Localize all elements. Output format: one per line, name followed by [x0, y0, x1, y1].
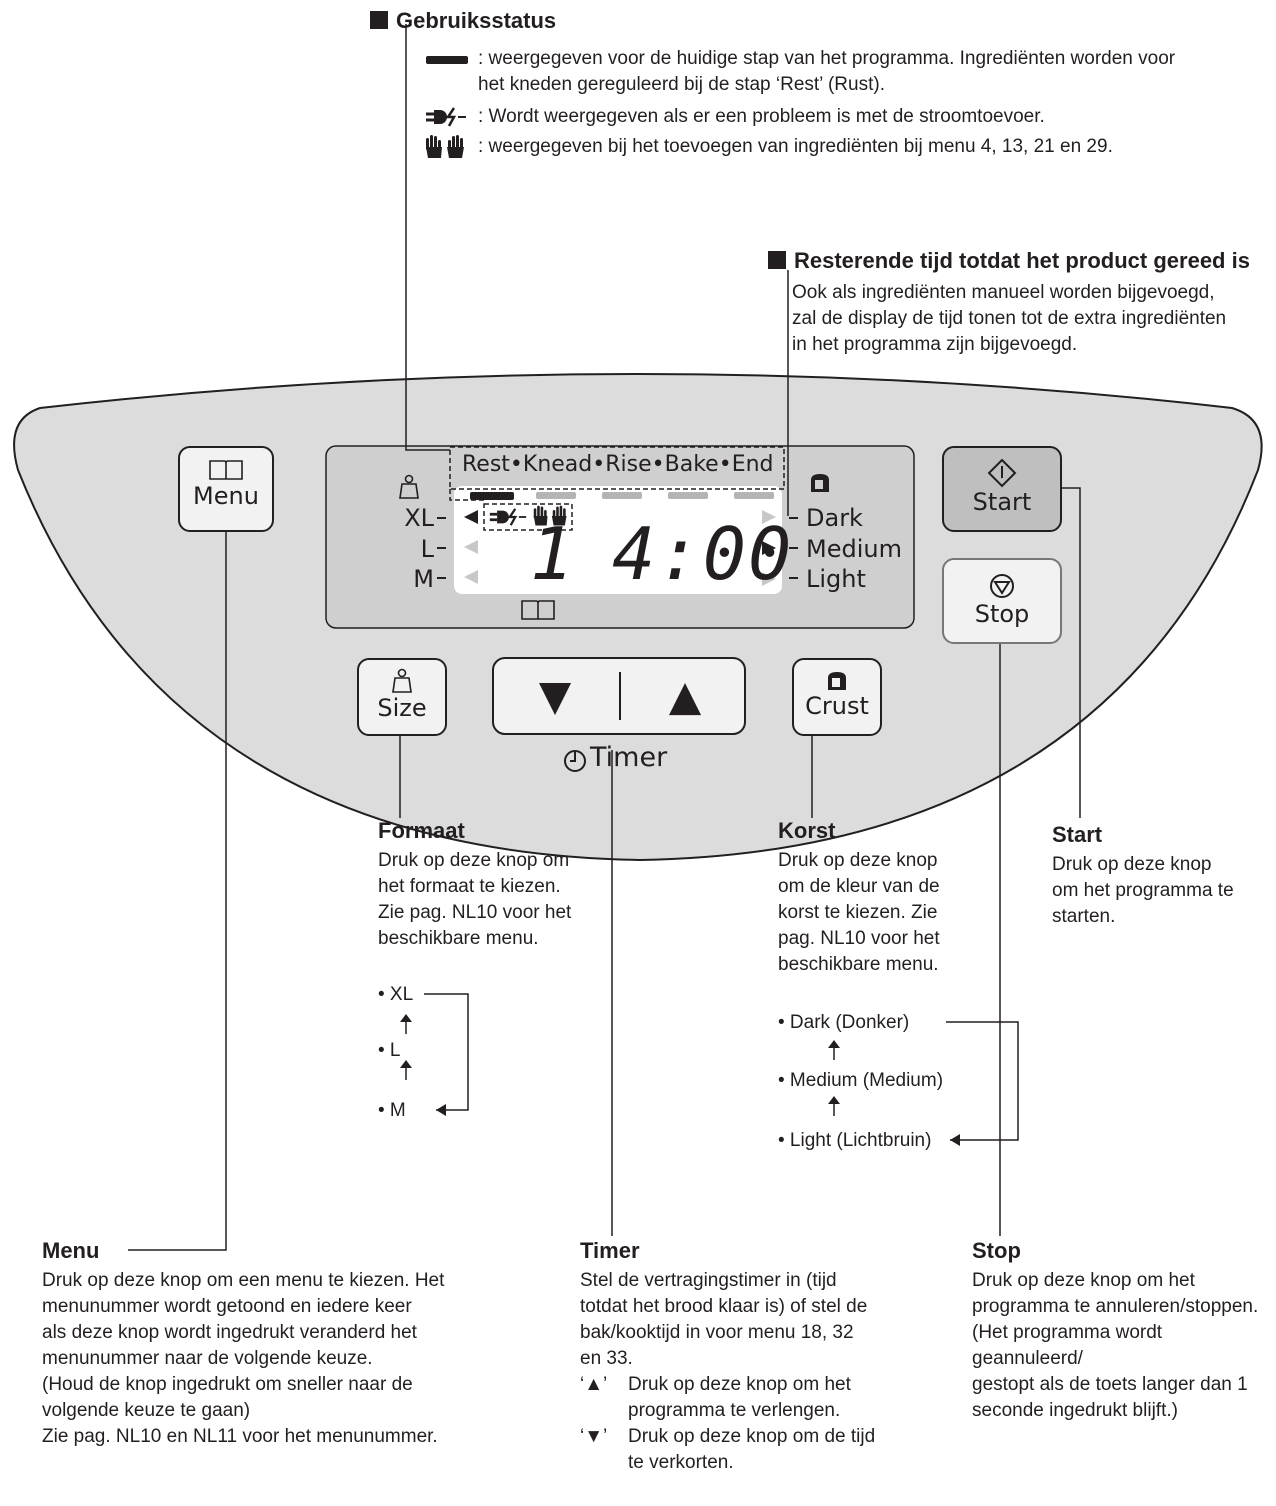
usage-item-power: : Wordt weergegeven als er een probleem …	[478, 106, 1045, 127]
step-bar-bake	[668, 492, 708, 499]
usage-item-hands: : weergegeven bij het toevoegen van ingr…	[478, 136, 1113, 157]
timer-label: Timer	[590, 742, 668, 773]
crust-arrow-medium	[762, 541, 776, 555]
lcd-hands-icon	[533, 505, 567, 526]
stop-button[interactable]: Stop	[942, 558, 1062, 644]
lcd-crust-medium: Medium	[806, 535, 902, 563]
timer-down-marker: ‘▼’	[580, 1426, 608, 1447]
lcd-step-end: End	[731, 452, 774, 477]
korst-title: Korst	[778, 818, 836, 843]
remaining-time-heading: Resterende tijd totdat het product geree…	[768, 248, 1250, 274]
step-bar-end	[734, 492, 774, 499]
usage-item-step: : weergegeven voor de huidige stap van h…	[478, 48, 1176, 95]
start-text: Druk op deze knop om het programma te st…	[1052, 854, 1234, 927]
size-button[interactable]: Size	[357, 658, 447, 736]
step-bar-rest	[470, 492, 514, 500]
lcd-size-l: L	[420, 535, 434, 563]
start-title: Start	[1052, 822, 1103, 847]
size-weight-icon	[399, 474, 419, 499]
power-failure-icon	[426, 107, 466, 127]
menu-title: Menu	[42, 1238, 100, 1263]
menu-text: Druk op deze knop om een menu te kiezen.…	[42, 1270, 445, 1447]
lcd-menu-book-icon	[521, 600, 555, 620]
lcd-step-knead: Knead	[522, 452, 593, 477]
bread-icon	[811, 474, 829, 492]
stop-button-label: Stop	[974, 600, 1030, 628]
clock-icon	[564, 750, 586, 772]
lcd-crust-light: Light	[806, 565, 866, 593]
korst-text: Druk op deze knop om de kleur van de kor…	[778, 850, 940, 975]
crust-button[interactable]: Crust	[792, 658, 882, 736]
formaat-text: Druk op deze knop om het formaat te kiez…	[378, 850, 572, 949]
size-arrow-l	[464, 540, 478, 554]
usage-status-heading: Gebruiksstatus	[370, 8, 556, 34]
formaat-title: Formaat	[378, 818, 465, 843]
timer-up-button[interactable]: ▲	[668, 671, 702, 720]
crust-cycle-light: • Light (Lichtbruin)	[778, 1130, 932, 1151]
stop-title: Stop	[972, 1238, 1021, 1263]
lcd-power-failure-icon	[489, 508, 527, 526]
lcd-step-rest: Rest	[462, 452, 510, 477]
square-bullet-icon	[768, 251, 786, 269]
timer-down-text: Druk op deze knop om de tijd te verkorte…	[628, 1426, 876, 1473]
crust-cycle-dark: • Dark (Donker)	[778, 1012, 910, 1033]
step-bar-icon	[426, 56, 468, 64]
start-icon	[987, 458, 1017, 488]
square-bullet-icon	[370, 11, 388, 29]
step-bar-rise	[602, 492, 642, 499]
step-bar-knead	[536, 492, 576, 499]
size-button-label: Size	[377, 694, 427, 722]
crust-arrow-light	[762, 572, 776, 586]
timer-down-button[interactable]: ▼	[538, 671, 572, 720]
timer-title: Timer	[580, 1238, 640, 1263]
bread-icon	[828, 672, 846, 690]
size-cycle-m: • M	[378, 1100, 406, 1121]
menu-button[interactable]: Menu	[178, 446, 274, 532]
lcd-step-bake: Bake	[664, 452, 719, 477]
crust-cycle-medium: • Medium (Medium)	[778, 1070, 944, 1091]
menu-book-icon	[209, 460, 243, 480]
lcd-step-rise: Rise	[605, 452, 652, 477]
size-cycle-l: • L	[378, 1040, 401, 1061]
size-arrow-xl	[464, 510, 478, 524]
crust-arrow-dark	[762, 510, 776, 524]
timer-up-text: Druk op deze knop om het programma te ve…	[628, 1374, 851, 1421]
timer-text: Stel de vertragingstimer in (tijd totdat…	[580, 1270, 868, 1369]
timer-up-marker: ‘▲’	[580, 1374, 608, 1395]
lcd-menu-number: 1	[530, 512, 574, 596]
hands-icon	[426, 135, 464, 158]
size-arrow-m	[464, 570, 478, 584]
start-button-label: Start	[972, 488, 1032, 516]
lcd-time-display: 4:00	[612, 512, 794, 596]
lcd-step-row: Rest•Knead•Rise•Bake•End	[462, 452, 774, 477]
size-weight-icon	[392, 668, 412, 693]
lcd-size-m: M	[413, 565, 434, 593]
stop-text: Druk op deze knop om het programma te an…	[972, 1270, 1259, 1421]
size-cycle-xl: • XL	[378, 984, 414, 1005]
lcd-size-xl: XL	[404, 504, 434, 532]
remaining-time-text: Ook als ingrediënten manueel worden bijg…	[792, 282, 1227, 355]
lcd-crust-dark: Dark	[806, 504, 863, 532]
menu-button-label: Menu	[193, 482, 259, 510]
start-button[interactable]: Start	[942, 446, 1062, 532]
crust-button-label: Crust	[805, 692, 869, 720]
stop-icon	[990, 574, 1014, 598]
